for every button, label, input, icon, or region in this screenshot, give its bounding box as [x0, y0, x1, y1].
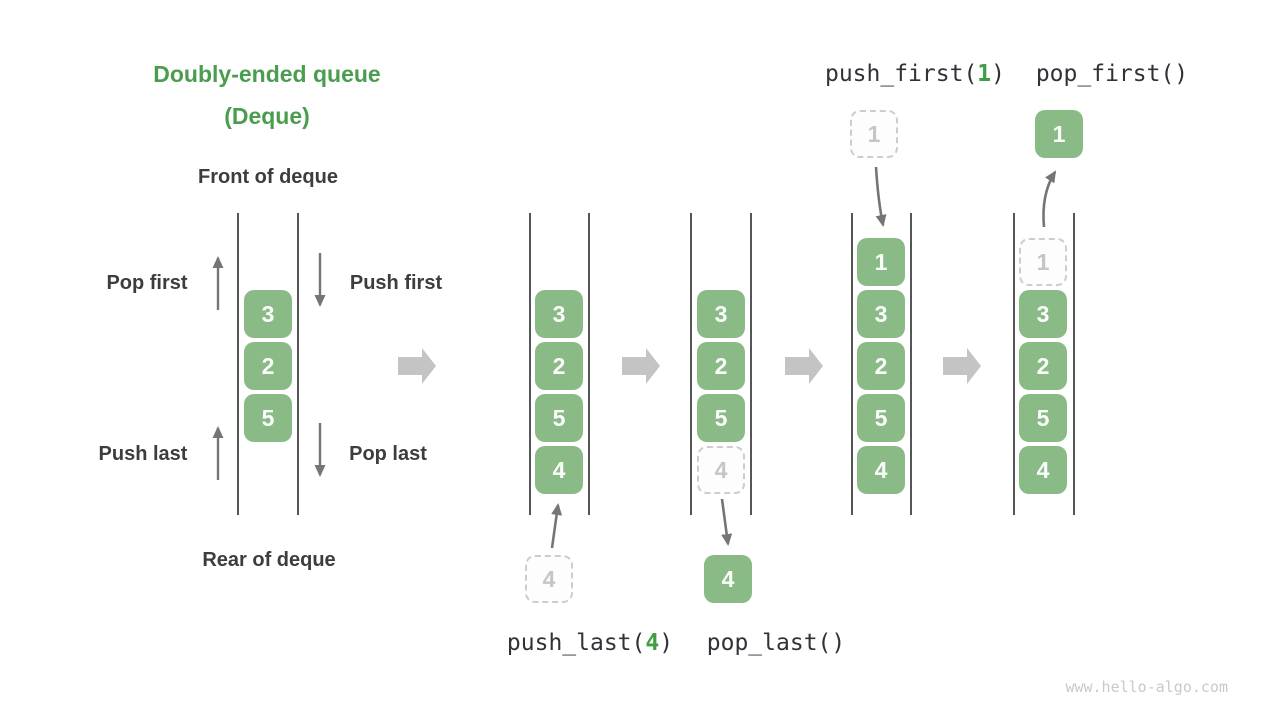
- deque5-right-wall: [1073, 213, 1075, 515]
- deque3-right-wall: [750, 213, 752, 515]
- step-arrow-icon: [622, 348, 660, 384]
- pop-last-label: Pop last: [349, 443, 427, 465]
- deque-cell: 4: [857, 446, 905, 494]
- rear-of-deque-label: Rear of deque: [202, 549, 336, 571]
- deque-cell: 3: [1019, 290, 1067, 338]
- code-text: push_first(: [824, 61, 978, 87]
- deque-cell: 5: [857, 394, 905, 442]
- step-arrow-icon: [785, 348, 823, 384]
- deque-cell: 2: [697, 342, 745, 390]
- push-last-label: Push last: [98, 443, 188, 465]
- push-first-insert-arrow: [874, 166, 887, 227]
- push-first-label: Push first: [349, 272, 443, 294]
- pop-first-code-label: pop_first(): [1036, 61, 1188, 87]
- code-text: ): [991, 61, 1006, 87]
- step-arrow-icon: [398, 348, 436, 384]
- deque2-right-wall: [588, 213, 590, 515]
- deque-cell: 2: [1019, 342, 1067, 390]
- deque-cell: 5: [697, 394, 745, 442]
- pop-first-remove-arrow: [1042, 170, 1057, 228]
- code-arg: 1: [977, 61, 992, 87]
- deque3-left-wall: [690, 213, 692, 515]
- diagram-title-line1: Doubly-ended queue: [153, 61, 381, 87]
- watermark: www.hello-algo.com: [1065, 678, 1228, 696]
- pop-first-label: Pop first: [106, 272, 188, 294]
- deque-cell: 4: [1019, 446, 1067, 494]
- deque-cell: 4: [535, 446, 583, 494]
- deque-cell: 5: [244, 394, 292, 442]
- deque2-left-wall: [529, 213, 531, 515]
- push-last-code-label: push_last(4): [507, 630, 673, 656]
- code-arg: 4: [645, 630, 660, 656]
- deque-cell: 2: [535, 342, 583, 390]
- deque5-left-wall: [1013, 213, 1015, 515]
- pop-last-remove-arrow: [720, 498, 733, 546]
- diagram-title-line2: (Deque): [224, 103, 310, 129]
- deque1-left-wall: [237, 213, 239, 515]
- deque-cell: 2: [244, 342, 292, 390]
- front-of-deque-label: Front of deque: [198, 166, 338, 188]
- deque-cell: 3: [535, 290, 583, 338]
- deque-cell-ghost: 1: [1019, 238, 1067, 286]
- deque-cell: 2: [857, 342, 905, 390]
- code-text: pop_last(): [706, 630, 846, 656]
- incoming-cell-push-last: 4: [525, 555, 573, 603]
- deque1-right-wall: [297, 213, 299, 515]
- pop-last-code-label: pop_last(): [707, 630, 845, 656]
- removed-cell-pop-first: 1: [1035, 110, 1083, 158]
- deque-cell: 1: [857, 238, 905, 286]
- deque4-left-wall: [851, 213, 853, 515]
- removed-cell-pop-last: 4: [704, 555, 752, 603]
- deque4-right-wall: [910, 213, 912, 515]
- push-first-code-label: push_first(1): [825, 61, 1005, 87]
- incoming-cell-push-first: 1: [850, 110, 898, 158]
- deque-cell: 5: [1019, 394, 1067, 442]
- deque-cell-ghost: 4: [697, 446, 745, 494]
- deque-cell: 5: [535, 394, 583, 442]
- deque-cell: 3: [697, 290, 745, 338]
- deque-cell: 3: [857, 290, 905, 338]
- push-last-insert-arrow: [550, 503, 563, 549]
- step-arrow-icon: [943, 348, 981, 384]
- code-text: ): [659, 630, 674, 656]
- code-text: pop_first(): [1035, 61, 1189, 87]
- deque-cell: 3: [244, 290, 292, 338]
- code-text: push_last(: [506, 630, 646, 656]
